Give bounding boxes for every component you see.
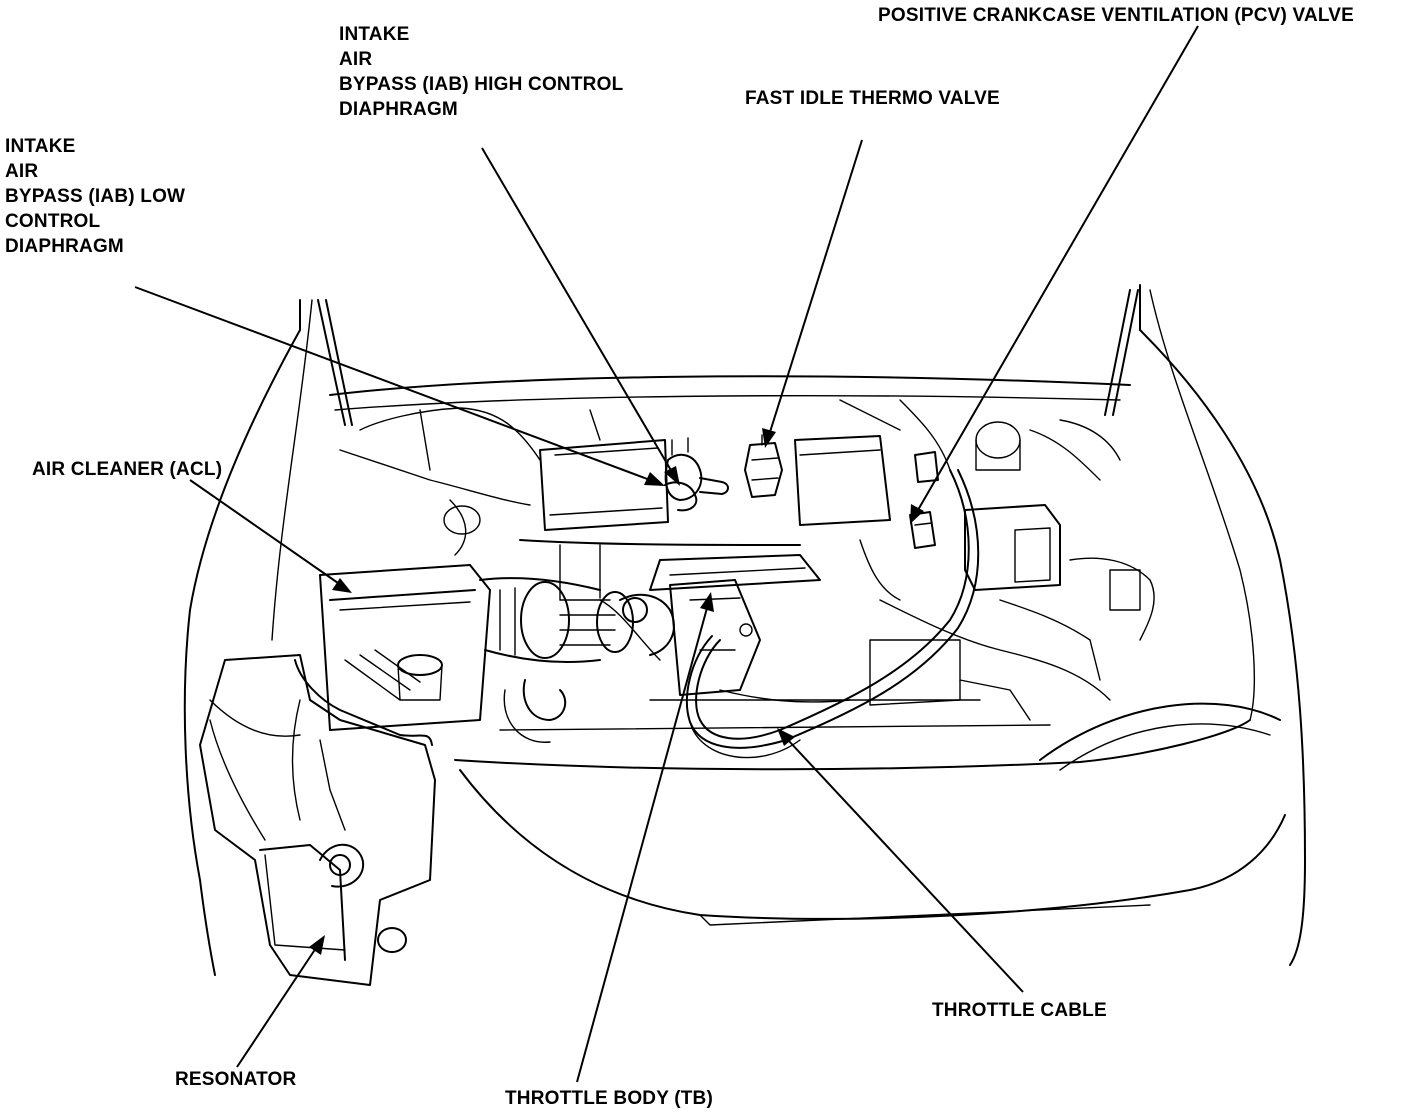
label-resonator: RESONATOR bbox=[175, 1067, 296, 1092]
label-line: DIAPHRAGM bbox=[5, 236, 124, 257]
label-line: INTAKE bbox=[5, 136, 76, 157]
throttle-cable-drawing bbox=[686, 469, 980, 759]
valve-components bbox=[664, 434, 939, 549]
label-iab-high-control-diaphragm: INTAKE AIR BYPASS (IAB) HIGH CONTROL DIA… bbox=[339, 22, 623, 122]
label-throttle-cable: THROTTLE CABLE bbox=[932, 998, 1107, 1023]
label-text: POSITIVE CRANKCASE VENTILATION (PCV) VAL… bbox=[878, 5, 1355, 26]
label-iab-low-control-diaphragm: INTAKE AIR BYPASS (IAB) LOW CONTROL DIAP… bbox=[5, 134, 185, 259]
label-text: THROTTLE BODY (TB) bbox=[505, 1088, 714, 1109]
label-text: RESONATOR bbox=[175, 1069, 297, 1090]
label-text: FAST IDLE THERMO VALVE bbox=[745, 88, 1000, 109]
label-fast-idle-thermo-valve: FAST IDLE THERMO VALVE bbox=[745, 86, 1000, 111]
label-pcv-valve: POSITIVE CRANKCASE VENTILATION (PCV) VAL… bbox=[878, 3, 1354, 28]
label-line: AIR bbox=[339, 49, 373, 70]
throttle-body-drawing bbox=[619, 579, 761, 696]
vehicle-body-outline bbox=[183, 284, 1306, 976]
label-throttle-body: THROTTLE BODY (TB) bbox=[505, 1086, 713, 1111]
label-text: THROTTLE CABLE bbox=[932, 1000, 1107, 1021]
resonator-drawing bbox=[199, 654, 436, 986]
air-cleaner-drawing bbox=[319, 564, 634, 743]
label-text: AIR CLEANER (ACL) bbox=[32, 459, 223, 480]
label-line: CONTROL bbox=[5, 211, 101, 232]
label-line: DIAPHRAGM bbox=[339, 99, 458, 120]
label-line: BYPASS (IAB) LOW bbox=[5, 186, 186, 207]
label-line: AIR bbox=[5, 161, 39, 182]
label-line: INTAKE bbox=[339, 24, 410, 45]
leader-lines bbox=[134, 25, 1199, 1083]
label-air-cleaner: AIR CLEANER (ACL) bbox=[32, 457, 222, 482]
label-line: BYPASS (IAB) HIGH CONTROL bbox=[339, 74, 624, 95]
